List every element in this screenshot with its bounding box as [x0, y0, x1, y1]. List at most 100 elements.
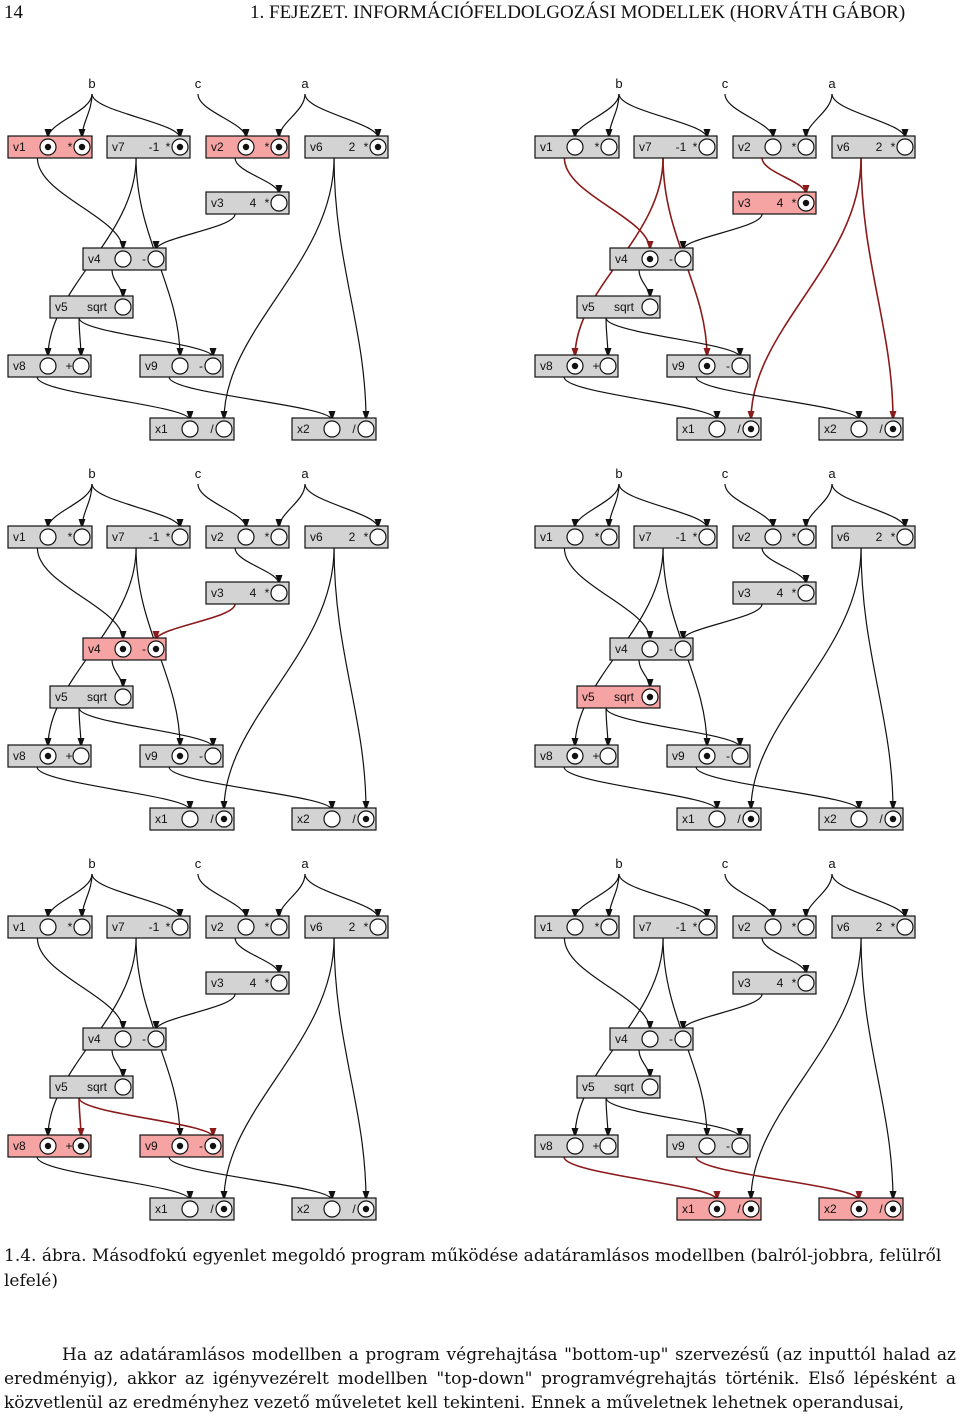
node-op-x2: / — [352, 1202, 356, 1216]
edge-v6-x1 — [220, 157, 335, 421]
token-v9-0 — [703, 362, 711, 370]
edge-v5-v9 — [78, 317, 217, 358]
node-v1: v1* — [7, 915, 93, 939]
node-v4: v4- — [82, 247, 167, 271]
edge-v4-v5 — [111, 1049, 127, 1079]
port-v3-0 — [270, 974, 288, 992]
node-name-v1: v1 — [13, 920, 26, 934]
port-v8-1 — [599, 1137, 617, 1155]
node-name-v8: v8 — [540, 1139, 553, 1153]
node-name-v1: v1 — [13, 530, 26, 544]
edge-v1-v4 — [563, 937, 654, 1031]
node-v9: v9- — [666, 1134, 751, 1158]
input-label-b: b — [615, 856, 622, 871]
port-v2-1 — [797, 918, 815, 936]
token-x1-1 — [747, 425, 755, 433]
node-op-v9: - — [726, 359, 730, 373]
node-v4: v4- — [609, 1027, 694, 1051]
input-label-c: c — [195, 856, 202, 871]
node-x1: x1/ — [149, 417, 235, 441]
edge-v9-x2 — [168, 376, 336, 421]
edge-v6-x1 — [220, 547, 335, 811]
edge-v5-v9 — [78, 1097, 217, 1138]
port-v2-1 — [797, 528, 815, 546]
input-label-a: a — [828, 76, 836, 91]
node-name-v5: v5 — [582, 1080, 595, 1094]
node-op-x2: / — [879, 422, 883, 436]
node-v7: v7-1* — [633, 915, 718, 939]
node-name-v8: v8 — [13, 749, 26, 763]
edge-b-v7 — [618, 873, 711, 919]
node-op-v1: * — [595, 530, 600, 544]
edge-b-v7 — [91, 483, 184, 529]
input-label-a: a — [301, 466, 309, 481]
edge-v6-x2 — [333, 937, 370, 1201]
token-v1-1 — [78, 143, 86, 151]
node-name-v4: v4 — [88, 1032, 101, 1046]
node-op-v7: * — [693, 530, 698, 544]
token-v5-0 — [646, 693, 654, 701]
node-v2: v2* — [732, 915, 817, 939]
node-box-v7 — [633, 915, 718, 939]
edge-v5-v8 — [77, 707, 85, 748]
edge-v2-v3 — [234, 547, 283, 585]
node-box-v7 — [106, 915, 191, 939]
token-v8-0 — [571, 752, 579, 760]
node-const-v7: -1 — [149, 920, 160, 934]
node-const-v3: 4 — [777, 586, 784, 600]
node-op-v6: * — [891, 920, 896, 934]
node-const-v7: -1 — [676, 530, 687, 544]
node-op-v2: * — [792, 140, 797, 154]
node-name-v2: v2 — [211, 140, 224, 154]
node-v9: v9- — [139, 354, 224, 378]
node-name-x1: x1 — [682, 1202, 695, 1216]
node-name-x2: x2 — [824, 812, 837, 826]
edge-v8-x1 — [563, 766, 721, 811]
token-v4-0 — [646, 255, 654, 263]
node-name-v9: v9 — [672, 359, 685, 373]
port-v3-0 — [270, 584, 288, 602]
edge-v3-v4 — [679, 603, 763, 641]
node-op-v9: - — [199, 749, 203, 763]
node-op-x1: / — [210, 1202, 214, 1216]
node-x2: x2/ — [818, 417, 904, 441]
node-const-v3: 4 — [250, 976, 257, 990]
edge-b-v7 — [618, 93, 711, 139]
node-x1: x1/ — [676, 807, 762, 831]
edge-c-v2 — [197, 93, 250, 139]
node-name-v9: v9 — [145, 359, 158, 373]
node-const-v5: sqrt — [87, 690, 108, 704]
edge-v3-v4 — [679, 213, 763, 251]
port-x1-0 — [181, 420, 199, 438]
port-v9-0 — [171, 357, 189, 375]
node-name-v5: v5 — [55, 300, 68, 314]
edge-v5-v9 — [605, 317, 744, 358]
port-v3-0 — [270, 194, 288, 212]
node-x2: x2/ — [291, 807, 377, 831]
port-v9-0 — [698, 1137, 716, 1155]
node-name-v7: v7 — [639, 140, 652, 154]
node-op-v4: - — [669, 1032, 673, 1046]
port-x2-0 — [323, 1200, 341, 1218]
port-v6-0 — [896, 918, 914, 936]
edge-v4-v5 — [638, 1049, 654, 1079]
edge-v6-x2 — [860, 157, 897, 421]
edge-a-v2 — [275, 873, 306, 919]
edge-c-v2 — [197, 873, 250, 919]
token-v9-0 — [176, 752, 184, 760]
port-x1-0 — [708, 810, 726, 828]
node-box-v5 — [576, 685, 661, 709]
edge-b-v1 — [78, 483, 93, 529]
edge-v5-v9 — [605, 707, 744, 748]
edge-v8-x1 — [36, 1156, 194, 1201]
token-v8-0 — [44, 1142, 52, 1150]
body-paragraph: Ha az adatáramlásos modellben a program … — [4, 1345, 956, 1413]
node-const-v6: 2 — [876, 140, 883, 154]
